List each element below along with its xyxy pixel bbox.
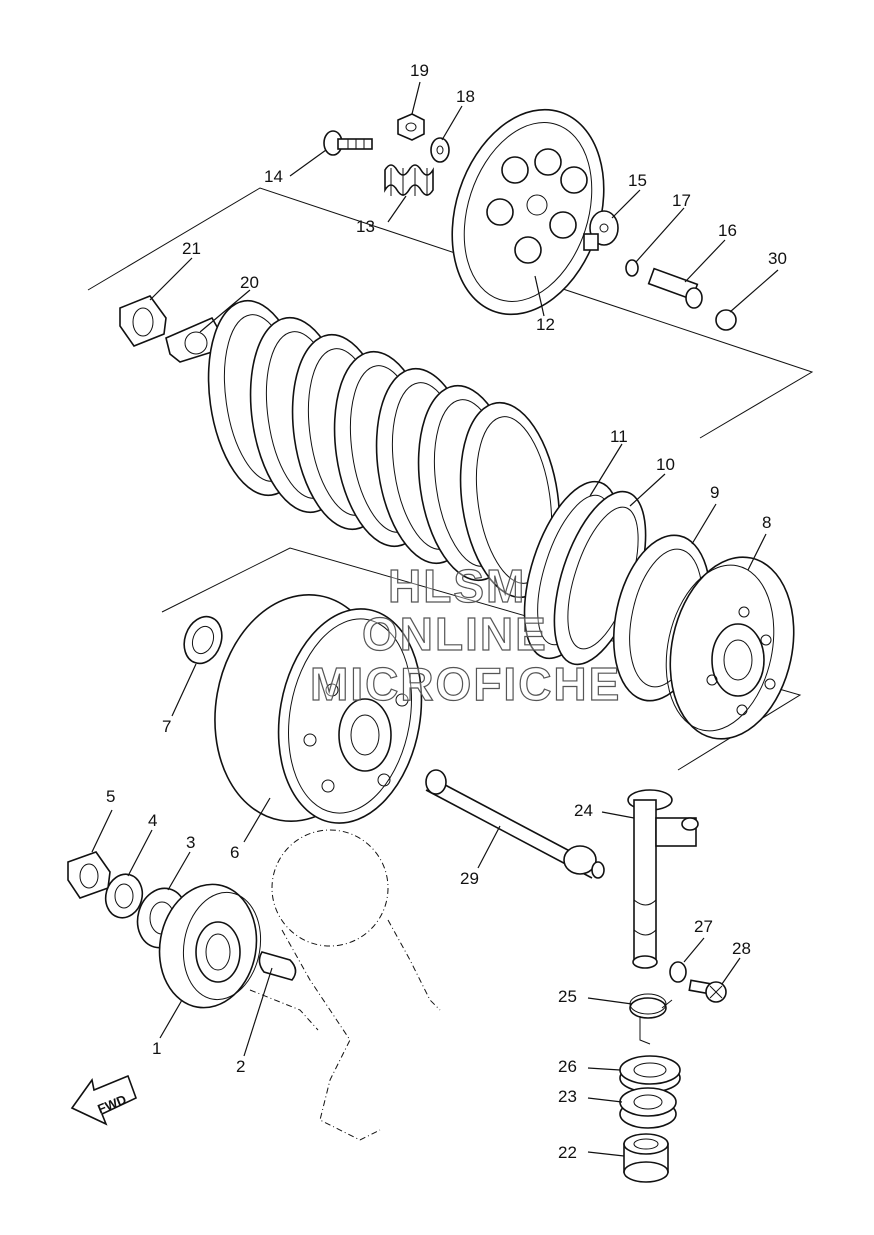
callout-10[interactable]: 10 xyxy=(656,455,675,474)
part-18-washer[interactable] xyxy=(430,137,450,163)
callout-22[interactable]: 22 xyxy=(558,1143,577,1162)
callout-28[interactable]: 28 xyxy=(732,939,751,958)
callout-2[interactable]: 2 xyxy=(236,1057,245,1076)
watermark: HLSM ONLINE MICROFICHE xyxy=(309,559,621,710)
callout-13[interactable]: 13 xyxy=(356,217,375,236)
part-4-lock-washer[interactable] xyxy=(101,870,147,922)
part-28-screw[interactable] xyxy=(688,979,727,1003)
callout-29[interactable]: 29 xyxy=(460,869,479,888)
part-26-collar[interactable] xyxy=(619,1055,681,1093)
watermark-line-2: ONLINE xyxy=(362,608,548,660)
clutch-plate-stack xyxy=(207,299,561,599)
callout-23[interactable]: 23 xyxy=(558,1087,577,1106)
callout-8[interactable]: 8 xyxy=(762,513,771,532)
callout-27[interactable]: 27 xyxy=(694,917,713,936)
part-27-washer[interactable] xyxy=(669,961,687,983)
part-7-thrust-washer[interactable] xyxy=(178,611,228,668)
part-22-bearing[interactable] xyxy=(623,1133,669,1183)
callout-18[interactable]: 18 xyxy=(456,87,475,106)
callout-19[interactable]: 19 xyxy=(410,61,429,80)
part-25-torsion-spring[interactable] xyxy=(629,993,673,1045)
callout-25[interactable]: 25 xyxy=(558,987,577,1006)
forward-direction-arrow: FWD xyxy=(70,1074,138,1126)
part-12-pressure-plate[interactable] xyxy=(427,90,629,334)
part-24-shift-lever[interactable] xyxy=(627,789,699,969)
callout-21[interactable]: 21 xyxy=(182,239,201,258)
callout-7[interactable]: 7 xyxy=(162,717,171,736)
part-1-primary-drive-gear[interactable] xyxy=(150,877,269,1016)
part-21-nut[interactable] xyxy=(119,295,167,347)
callout-5[interactable]: 5 xyxy=(106,787,115,806)
part-5-nut[interactable] xyxy=(67,851,111,899)
part-23-oil-seal[interactable] xyxy=(619,1087,677,1129)
callout-26[interactable]: 26 xyxy=(558,1057,577,1076)
part-8-clutch-boss[interactable] xyxy=(652,546,810,751)
watermark-line-1: HLSM xyxy=(388,560,526,612)
callout-15[interactable]: 15 xyxy=(628,171,647,190)
callout-17[interactable]: 17 xyxy=(672,191,691,210)
part-14-bolt[interactable] xyxy=(323,130,373,156)
callout-11[interactable]: 11 xyxy=(610,427,628,446)
callout-9[interactable]: 9 xyxy=(710,483,719,502)
part-2-woodruff-key[interactable] xyxy=(258,951,297,981)
part-30-ball[interactable] xyxy=(715,309,737,331)
callout-20[interactable]: 20 xyxy=(240,273,259,292)
callout-12[interactable]: 12 xyxy=(536,315,555,334)
callout-4[interactable]: 4 xyxy=(148,811,157,830)
watermark-line-3: MICROFICHE xyxy=(310,658,621,710)
callout-24[interactable]: 24 xyxy=(574,801,593,820)
callout-30[interactable]: 30 xyxy=(768,249,787,268)
callout-3[interactable]: 3 xyxy=(186,833,195,852)
crankshaft-reference-outline xyxy=(249,829,441,1141)
part-17-o-ring[interactable] xyxy=(625,259,639,277)
part-15-push-piece[interactable] xyxy=(583,210,619,251)
part-19-nut[interactable] xyxy=(397,113,425,141)
callout-14[interactable]: 14 xyxy=(264,167,283,186)
part-29-shift-shaft[interactable] xyxy=(425,769,605,879)
part-6-clutch-housing[interactable] xyxy=(197,581,437,835)
callout-6[interactable]: 6 xyxy=(230,843,239,862)
part-13-spring[interactable] xyxy=(384,164,434,196)
leader-lines xyxy=(91,81,779,1157)
callout-16[interactable]: 16 xyxy=(718,221,737,240)
callout-1[interactable]: 1 xyxy=(152,1039,161,1058)
part-16-push-rod[interactable] xyxy=(647,267,703,309)
callout-labels: 1 2 3 4 5 6 7 8 9 10 11 12 13 14 15 16 1… xyxy=(106,61,787,1162)
